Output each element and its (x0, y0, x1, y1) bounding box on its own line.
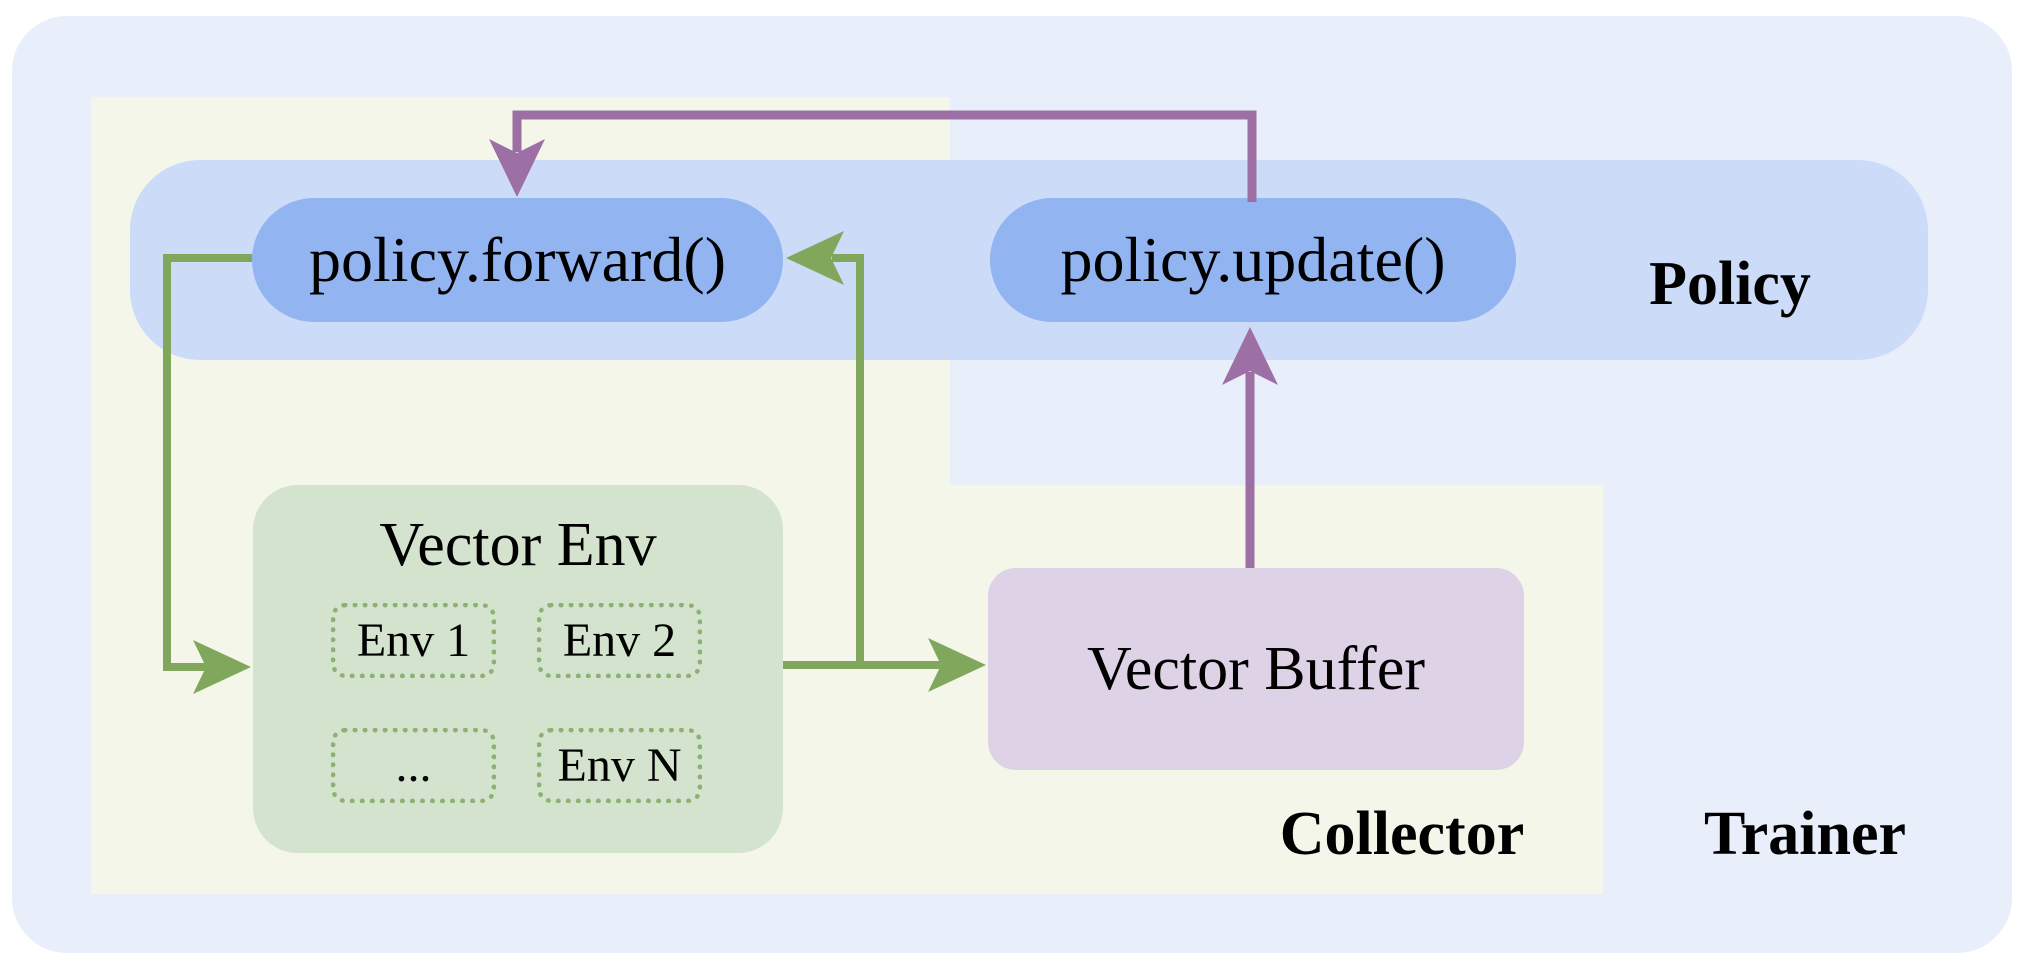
policy-region-label: Policy (1649, 249, 1811, 318)
policy-update-node: policy.update() (990, 198, 1516, 322)
env-item: Env 1 (331, 603, 496, 678)
trainer-region-label: Trainer (1703, 799, 1906, 868)
policy-update-label: policy.update() (1060, 224, 1446, 295)
policy-forward-label: policy.forward() (309, 224, 726, 295)
policy-forward-node: policy.forward() (252, 198, 783, 322)
vector-env-box: Vector Env Env 1 Env 2 ... Env N (253, 485, 783, 853)
env-item-ellipsis: ... (331, 728, 496, 803)
vector-buffer-node: Vector Buffer (988, 568, 1524, 770)
env-item: Env 2 (537, 603, 702, 678)
env-item: Env N (537, 728, 702, 803)
vector-buffer-label: Vector Buffer (1086, 634, 1425, 703)
vector-env-title: Vector Env (379, 510, 657, 579)
collector-region-label: Collector (1279, 799, 1525, 868)
